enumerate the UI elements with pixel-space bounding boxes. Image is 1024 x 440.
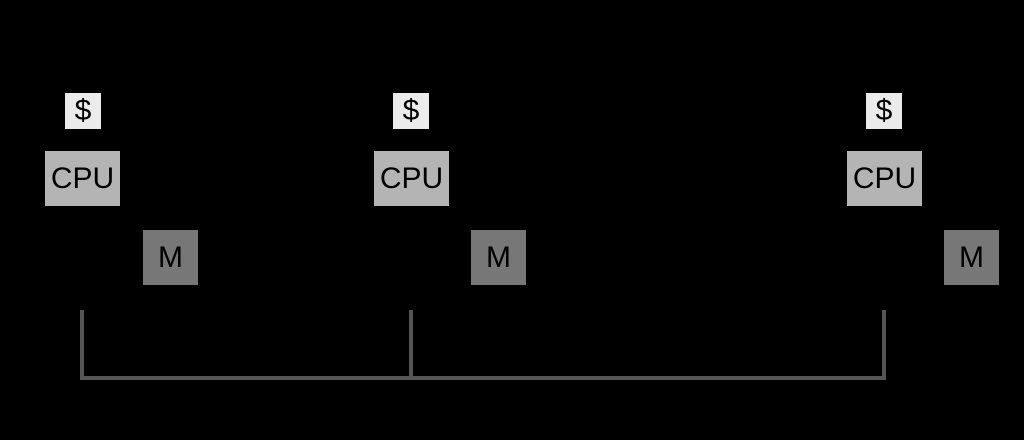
cache-box: $: [866, 93, 902, 129]
cache-box: $: [65, 93, 101, 129]
cpu-box: CPU: [374, 151, 449, 206]
bus-line: [80, 376, 886, 380]
cpu-box: CPU: [847, 151, 922, 206]
memory-box: M: [944, 230, 999, 285]
bus-drop-line: [882, 310, 886, 380]
cpu-box: CPU: [45, 151, 120, 206]
cache-box: $: [393, 93, 429, 129]
memory-box: M: [471, 230, 526, 285]
bus-drop-line: [80, 310, 84, 380]
bus-drop-line: [409, 310, 413, 380]
memory-box: M: [143, 230, 198, 285]
